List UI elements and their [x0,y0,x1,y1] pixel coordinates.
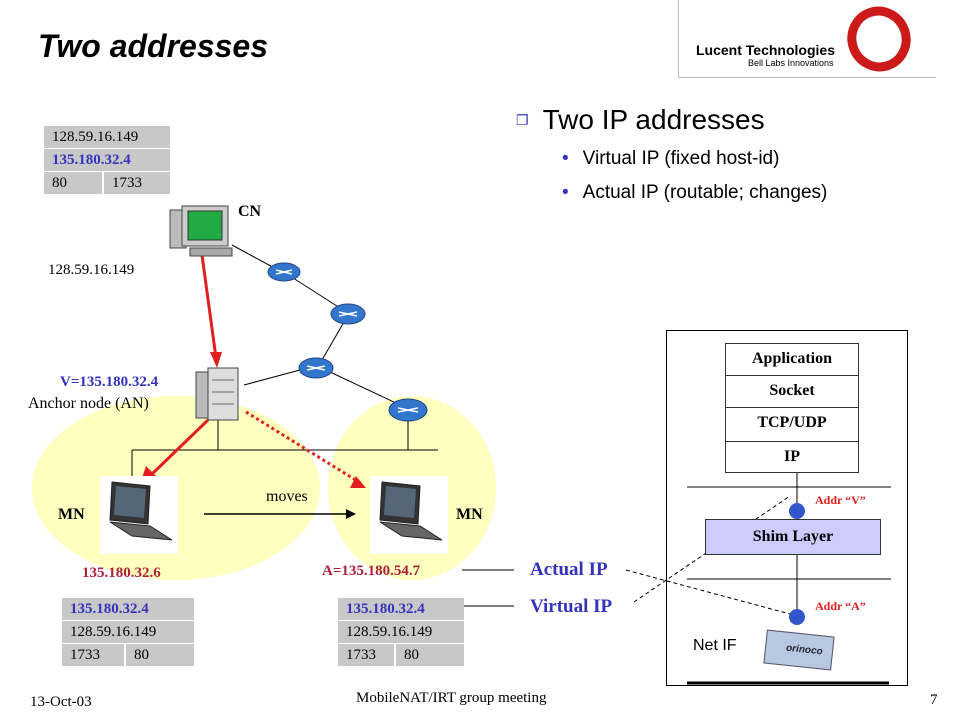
cn-table-dport: 1733 [102,172,170,194]
lucent-logo: Lucent Technologies Bell Labs Innovation… [678,0,936,78]
bullet-sub-2-text: Actual IP (routable; changes) [582,182,828,203]
mn-right-ip-label: A=135.180.54.7 [322,563,421,579]
mn-right-ports-row: 1733 80 [338,644,464,667]
red-arrow-cn-an [200,254,218,359]
cn-table-sport: 80 [52,174,67,191]
stack-lines [687,473,891,685]
bullet-main: ❐ Two IP addresses [516,104,827,136]
cn-table-src-row: 128.59.16.149 [44,126,170,149]
bullet-sub-2: • Actual IP (routable; changes) [562,182,827,204]
logo-tagline: Bell Labs Innovations [748,58,834,68]
mn-right-dst-row: 128.59.16.149 [338,621,464,644]
mn-left-dst: 128.59.16.149 [70,623,157,640]
router-icon-4 [388,398,428,422]
router-icon-3 [298,357,334,379]
cn-table-src: 128.59.16.149 [52,128,139,145]
mn-right-src-row: 135.180.32.4 [338,598,464,621]
mn-left-dst-row: 128.59.16.149 [62,621,194,644]
stack-layer-application: Application [725,343,859,375]
cn-ip-label: 128.59.16.149 [48,262,135,278]
cn-table-ports-row: 80 1733 [44,172,170,195]
footer-page-number: 7 [930,692,938,708]
cn-table-dst: 135.180.32.4 [52,151,131,168]
mn-left-ports-row: 1733 80 [62,644,194,667]
red-arrowhead-cn-an [210,352,222,368]
logo-company: Lucent Technologies [696,42,835,58]
cn-table-dst-row: 135.180.32.4 [44,149,170,172]
laptop-icon-right [370,476,448,554]
bullet-main-text: Two IP addresses [542,104,765,135]
link-cn-router1 [231,244,279,271]
anchor-server-icon [195,367,239,421]
moves-arrowhead [346,509,356,519]
cn-packet-table: 128.59.16.149 135.180.32.4 80 1733 [44,126,170,195]
dashed-actual-to-addr-a [625,569,791,615]
net-if-label: Net IF [693,637,737,654]
bullet-list: ❐ Two IP addresses • Virtual IP (fixed h… [516,104,827,204]
stack-layer-tcpudp: TCP/UDP [725,407,859,441]
slide-title: Two addresses [38,28,269,64]
anchor-v-label: V=135.180.32.4 [60,374,159,390]
anchor-node-label: Anchor node (AN) [28,395,149,412]
dot-bullet-icon: • [562,182,569,203]
addr-a-label: Addr “A” [815,599,866,613]
mn-left-dport: 80 [124,644,194,666]
router-icon-2 [330,303,366,325]
link-router2-router3 [321,321,345,361]
cn-label: CN [238,203,262,220]
mn-right-sport: 1733 [346,646,376,663]
footer-title: MobileNAT/IRT group meeting [356,690,547,706]
actual-ip-label: Actual IP [530,559,608,580]
addr-v-dot [789,503,805,519]
mn-right-packet-table: 135.180.32.4 128.59.16.149 1733 80 [338,598,464,667]
shim-layer: Shim Layer [705,519,881,555]
stack-layer-ip: IP [725,441,859,473]
mn-left-sport: 1733 [70,646,100,663]
link-router1-router2 [289,275,341,309]
mn-left-src-row: 135.180.32.4 [62,598,194,621]
moves-label: moves [266,488,308,505]
mn-left-label: MN [58,506,85,523]
protocol-stack-box: Application Socket TCP/UDP IP Shim Layer… [666,330,908,686]
cn-computer-icon [169,205,233,257]
bullet-sub-1: • Virtual IP (fixed host-id) [562,148,827,170]
lucent-ring-icon [847,6,911,72]
red-dotted-arrowhead [350,476,366,488]
mn-right-label: MN [456,506,483,523]
mn-right-src: 135.180.32.4 [346,600,425,617]
bullet-sub-1-text: Virtual IP (fixed host-id) [582,148,780,169]
laptop-icon-left [100,476,178,554]
footer-date: 13-Oct-03 [30,694,92,710]
mn-right-dport: 80 [394,644,464,666]
addr-v-label: Addr “V” [815,493,866,507]
link-router3-anchor [243,369,301,386]
card-brand-label: orinoco [785,642,824,658]
network-card-icon: orinoco [763,629,835,671]
dot-bullet-icon: • [562,148,569,169]
mn-right-dst: 128.59.16.149 [346,623,433,640]
mn-left-src: 135.180.32.4 [70,600,149,617]
mn-left-packet-table: 135.180.32.4 128.59.16.149 1733 80 [62,598,194,667]
link-router3-router4 [329,371,399,405]
mn-left-ip-label: 135.180.32.6 [82,565,161,581]
virtual-ip-label: Virtual IP [530,596,613,617]
router-icon-1 [267,262,301,282]
square-bullet-icon: ❐ [516,111,529,128]
addr-a-dot [789,609,805,625]
red-dotted-arrow [245,410,363,486]
red-arrow-an-mn [148,418,210,478]
stack-layer-socket: Socket [725,375,859,407]
